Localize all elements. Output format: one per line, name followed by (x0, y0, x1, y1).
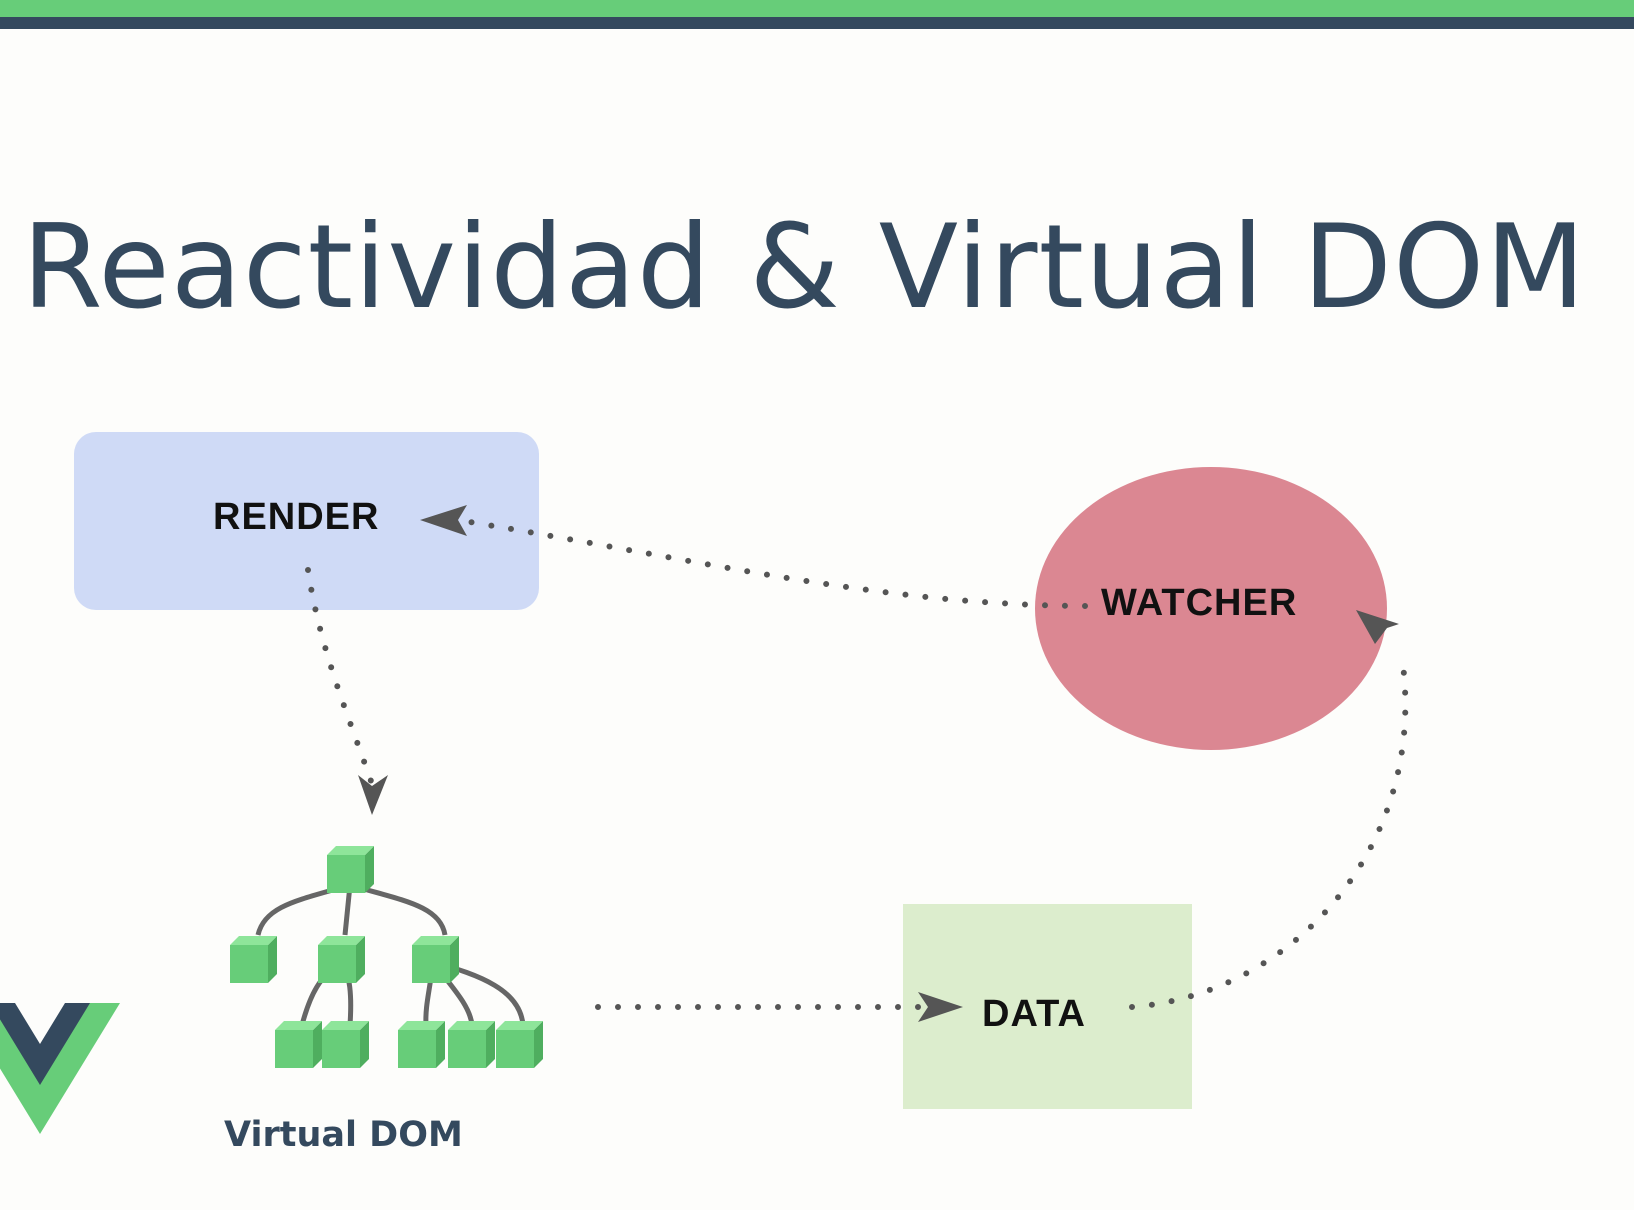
slide-title: Reactividad & Virtual DOM (22, 200, 1587, 335)
render-label: RENDER (213, 496, 380, 538)
arrowhead-render (420, 505, 467, 536)
watcher-label: WATCHER (1101, 582, 1298, 624)
virtual-dom-tree-icon (230, 846, 543, 1068)
arrowhead-vdom (358, 775, 388, 815)
virtual-dom-caption: Virtual DOM (224, 1115, 463, 1155)
arrowhead-data (918, 992, 963, 1022)
arrow-data-to-watcher (1129, 662, 1409, 1010)
top-dark-bar (0, 17, 1634, 29)
watcher-node (1035, 467, 1387, 750)
data-label: DATA (982, 993, 1086, 1035)
arrowhead-watcher (1356, 610, 1399, 644)
arrow-watcher-to-render (467, 519, 1088, 609)
render-node (74, 432, 539, 610)
vue-logo-icon (0, 1003, 120, 1134)
arrow-render-to-vdom (305, 567, 375, 787)
top-accent-bar (0, 0, 1634, 17)
